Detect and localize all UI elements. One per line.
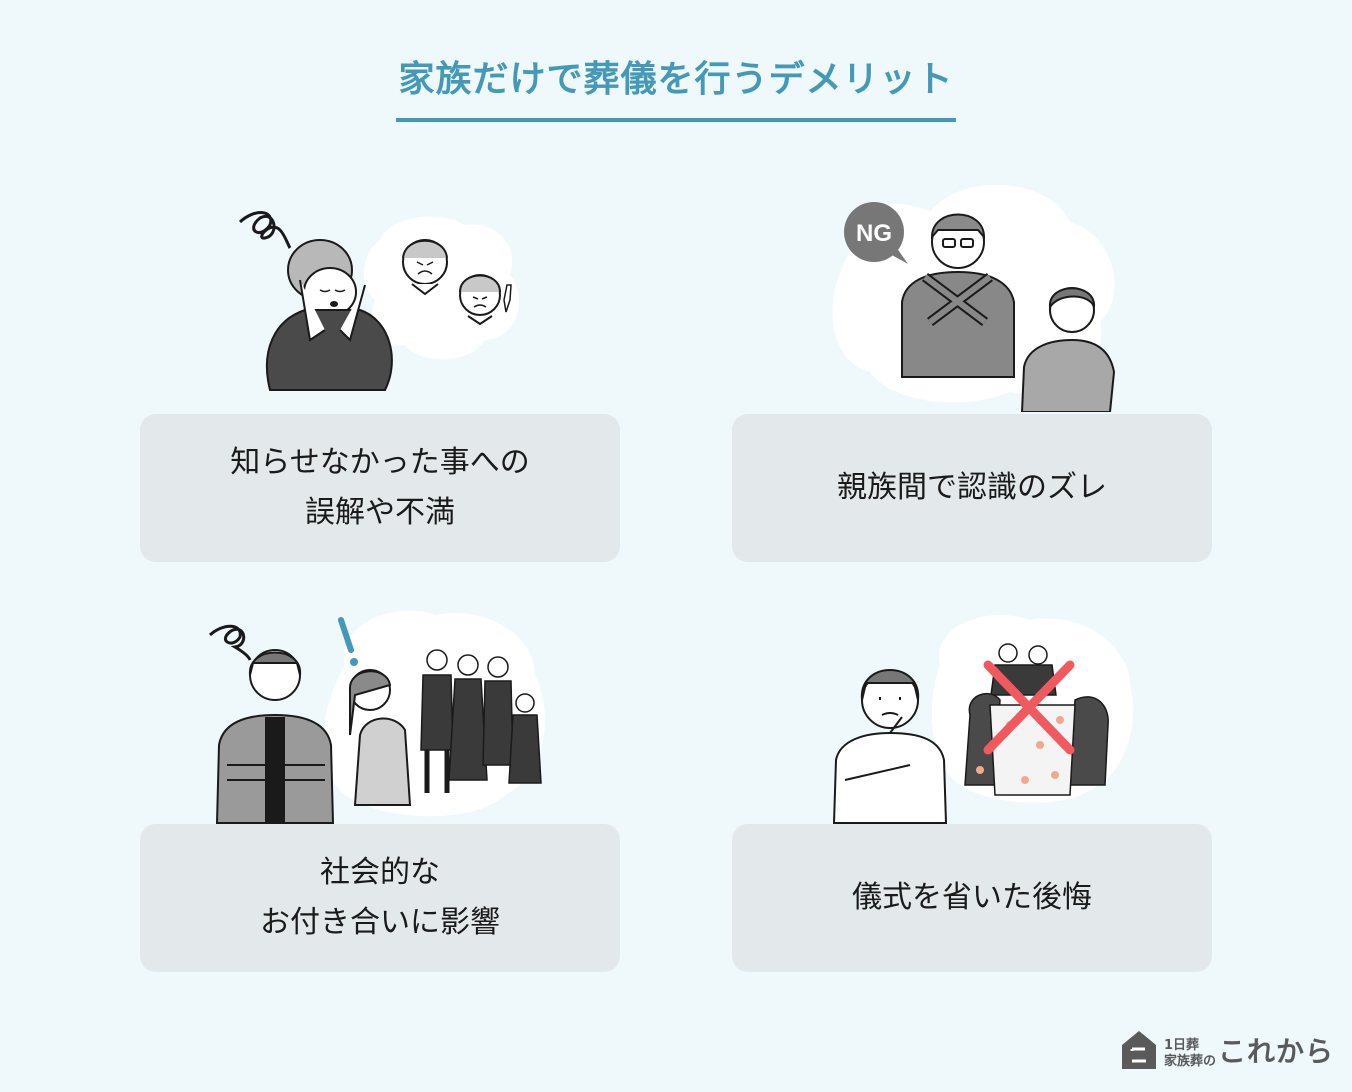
card-family-disagreement: 親族間で認識のズレ [732,414,1212,562]
logo-line1: 1日葬 [1164,1038,1200,1053]
illustration-social-impact [205,605,555,825]
logo-brand: これから [1218,1035,1335,1068]
page-title: 家族だけで葬儀を行うデメリット [396,56,956,122]
ng-badge: NG [856,220,892,247]
header: 家族だけで葬儀を行うデメリット [0,56,1352,122]
logo-text: 1日葬 家族葬の これから [1164,1030,1334,1070]
cross-mark-icon [983,660,1075,755]
logo-line2: 家族葬の [1164,1054,1217,1069]
card-misunderstanding: 知らせなかった事への 誤解や不満 [140,414,620,562]
brand-logo[interactable]: 1日葬 家族葬の これから [1122,1030,1334,1070]
house-logo-icon [1122,1031,1156,1069]
illustration-ng-couple: NG [810,172,1130,413]
illustration-ceremony-regret [830,605,1140,825]
illustration-worried-woman [230,200,530,400]
card-social-impact: 社会的な お付き合いに影響 [140,824,620,972]
card-regret: 儀式を省いた後悔 [732,824,1212,972]
